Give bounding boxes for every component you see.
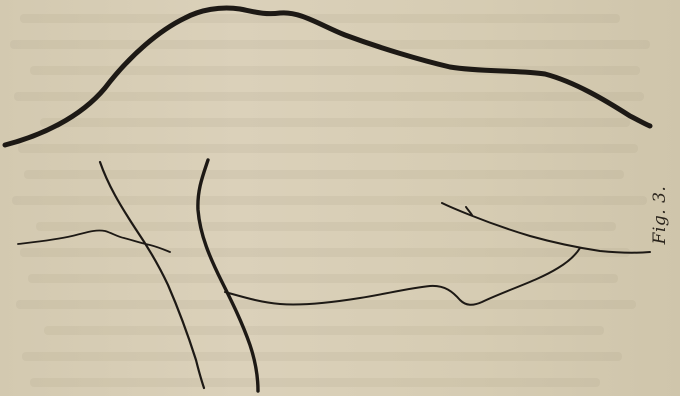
left-front-line (100, 162, 204, 388)
belly-contour (225, 248, 580, 305)
lower-back-line (442, 203, 650, 253)
figure-label: Fig. 3. (650, 186, 670, 245)
back-contour-line (5, 8, 650, 145)
right-front-line (198, 160, 258, 391)
